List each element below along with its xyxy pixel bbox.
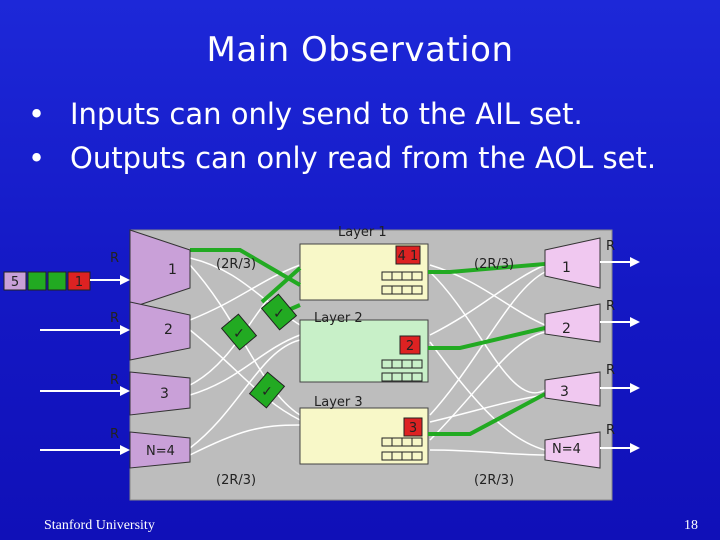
bullet-text: Outputs can only read from the AOL set.	[70, 141, 657, 175]
mux-2: 2	[544, 303, 601, 343]
layer-label-3: Layer 3	[314, 395, 363, 410]
output-rate-label: R	[606, 363, 615, 378]
check-box-3: ✓	[248, 371, 286, 409]
slide-title: Main Observation	[206, 30, 514, 70]
check-box-2: ✓	[220, 313, 258, 351]
output-rate-label: R	[606, 299, 615, 314]
input-arrows	[40, 329, 128, 451]
svg-text:N=4: N=4	[552, 442, 581, 457]
bullet-list: •Inputs can only send to the AIL set. •O…	[28, 92, 656, 180]
input-rate-label: R	[110, 373, 119, 388]
output-rate-label: R	[606, 423, 615, 438]
svg-text:2: 2	[562, 321, 571, 337]
output-arrows	[600, 261, 632, 449]
check-icon: ✓	[261, 384, 273, 400]
arrow-heads	[120, 275, 130, 455]
mux-1: 1	[544, 237, 601, 289]
output-arrow-heads	[630, 257, 640, 453]
rate-label: (2R/3)	[474, 257, 514, 272]
page-number: 18	[684, 518, 698, 533]
svg-text:4 1: 4 1	[398, 249, 419, 264]
layer-label-2: Layer 2	[314, 311, 363, 326]
queue-icons	[381, 271, 423, 461]
cell-tag-3: 3	[403, 417, 423, 437]
output-rate-label: R	[606, 239, 615, 254]
demux-4: N=4	[129, 431, 191, 469]
highlight-paths	[190, 248, 546, 436]
rate-label: (2R/3)	[216, 257, 256, 272]
input-cell-queue: 5 1	[3, 271, 128, 291]
footer-university: Stanford University	[44, 518, 155, 533]
check-icon: ✓	[273, 306, 285, 322]
bullet-item: •Inputs can only send to the AIL set.	[28, 97, 583, 131]
mux-4: N=4	[544, 431, 601, 469]
svg-text:5: 5	[11, 275, 19, 290]
svg-text:1: 1	[562, 260, 571, 276]
cell-tag-2: 2	[399, 335, 421, 355]
demux-2: 2	[129, 301, 191, 361]
check-box-1: ✓	[260, 293, 298, 331]
svg-text:N=4: N=4	[146, 444, 175, 459]
bullet-text: Inputs can only send to the AIL set.	[70, 97, 583, 131]
svg-text:2: 2	[406, 339, 414, 354]
input-rate-label: R	[110, 427, 119, 442]
input-rate-label: R	[110, 251, 119, 266]
layer-label-1: Layer 1	[338, 225, 387, 240]
check-icon: ✓	[233, 326, 245, 342]
switch-diagram: 4 1 2 3 ✓ ✓ ✓ Layer 1 Layer 2 Layer 3 (2…	[3, 225, 640, 501]
mux-3: 3	[544, 371, 601, 407]
bullet-item: •Outputs can only read from the AOL set.	[28, 141, 657, 175]
svg-text:1: 1	[168, 262, 177, 278]
rate-label: (2R/3)	[474, 473, 514, 488]
input-rate-label: R	[110, 311, 119, 326]
rate-label: (2R/3)	[216, 473, 256, 488]
svg-text:3: 3	[560, 384, 569, 400]
svg-text:1: 1	[75, 275, 83, 290]
cell-tag-1: 4 1	[395, 245, 421, 265]
demux-3: 3	[129, 371, 191, 416]
demux-1: 1	[129, 229, 191, 309]
svg-text:2: 2	[164, 322, 173, 338]
svg-text:3: 3	[409, 421, 417, 436]
svg-text:3: 3	[160, 386, 169, 402]
